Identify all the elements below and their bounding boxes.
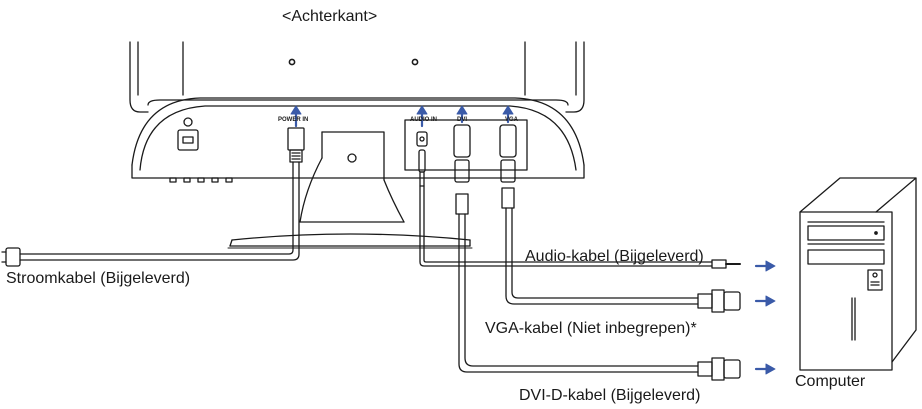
port-label-dvi: DVI [457,117,468,123]
computer-label: Computer [795,373,866,390]
up-arrow-vga [502,105,514,124]
monitor-back [129,41,585,183]
audio-cable [419,185,741,269]
audio-plug [418,149,426,187]
dvi-cable [458,213,741,381]
dvi-plug [454,159,470,215]
right-arrow-vga [754,295,776,307]
port-label-power: POWER IN [278,117,309,123]
vga-cable-label: VGA-kabel (Niet inbegrepen)* [485,320,697,337]
power-cable-label: Stroomkabel (Bijgeleverd) [6,270,191,287]
vga-plug [500,159,516,209]
power-socket [287,127,305,163]
port-label-audio: AUDIO IN [410,117,437,123]
right-arrow-audio [754,260,776,272]
up-arrow-dvi [456,105,468,124]
right-arrow-dvi [754,363,776,375]
computer-tower [799,177,917,371]
up-arrow-power [290,105,302,128]
power-cable [1,161,300,267]
vga-cable [505,207,741,313]
up-arrow-audio [416,105,428,128]
port-label-vga: VGA [505,117,519,123]
dvi-cable-label: DVI-D-kabel (Bijgeleverd) [519,387,701,404]
view-title: <Achterkant> [282,8,378,25]
direction-arrows [290,105,776,375]
connector-panel [404,119,528,171]
power-button [177,117,199,151]
audio-cable-label: Audio-kabel (Bijgeleverd) [525,248,704,265]
monitor-stand [227,131,473,249]
